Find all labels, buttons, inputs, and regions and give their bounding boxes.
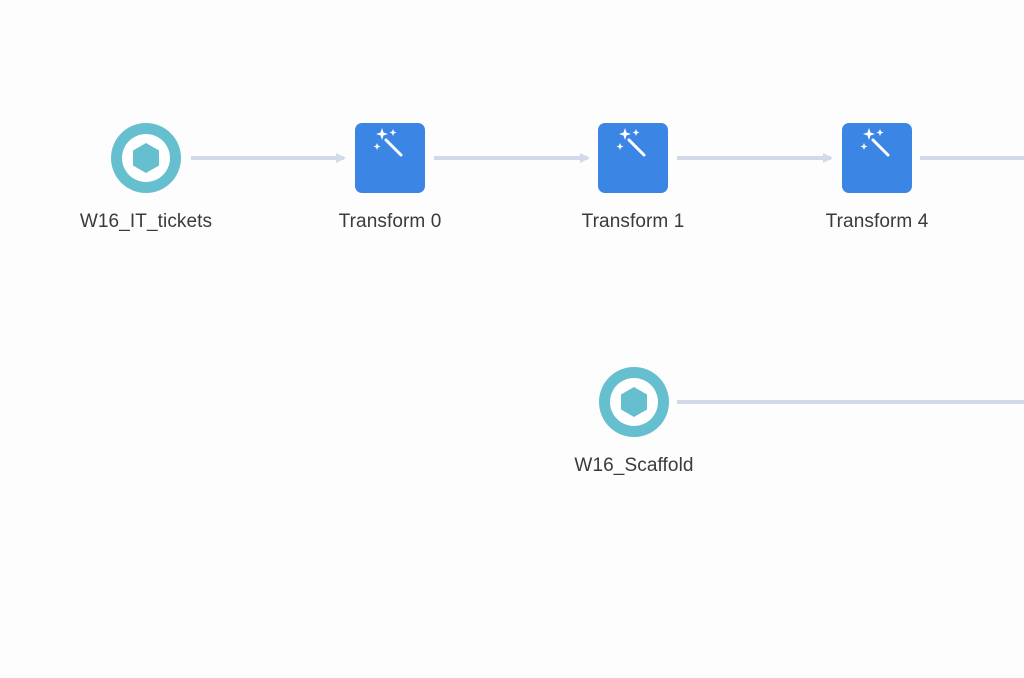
transform-tile <box>842 123 912 193</box>
hexagon-icon <box>599 367 669 437</box>
hexagon-icon <box>111 123 181 193</box>
node-transform-0[interactable]: Transform 0 <box>310 123 470 233</box>
node-input-scaffold[interactable]: W16_Scaffold <box>554 367 714 477</box>
node-label: W16_Scaffold <box>574 455 694 476</box>
node-label: Transform 1 <box>581 211 685 232</box>
transform-tile <box>598 123 668 193</box>
node-input-tickets[interactable]: W16_IT_tickets <box>66 123 226 233</box>
node-transform-4[interactable]: Transform 4 <box>797 123 957 233</box>
node-label: W16_IT_tickets <box>79 211 213 232</box>
node-label: Transform 4 <box>825 211 929 232</box>
magic-wand-icon <box>616 128 646 157</box>
magic-wand-icon <box>373 128 403 157</box>
magic-wand-icon <box>860 128 890 157</box>
node-label: Transform 0 <box>338 211 442 232</box>
node-transform-1[interactable]: Transform 1 <box>553 123 713 233</box>
transform-tile <box>355 123 425 193</box>
